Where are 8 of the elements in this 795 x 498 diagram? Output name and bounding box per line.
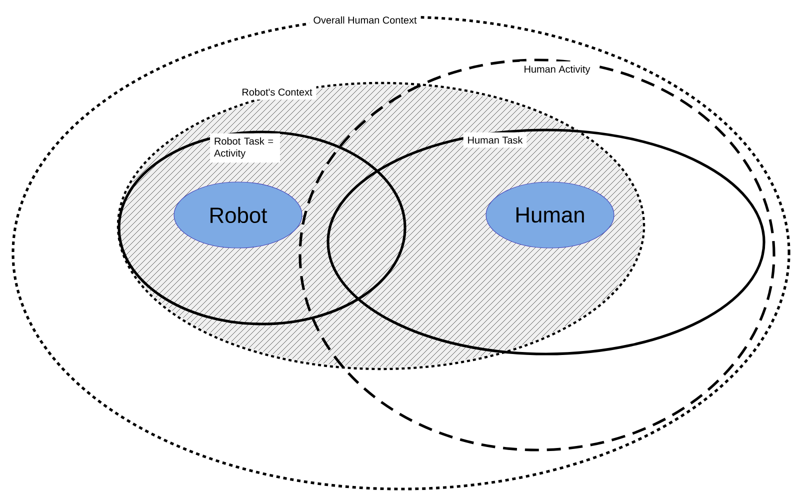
context-ellipse [12, 16, 790, 490]
region-label: Robot's Context [238, 84, 316, 100]
region-label: Human Activity [520, 61, 594, 79]
region-label: Human Task [463, 132, 527, 148]
region-label: Overall Human Context [309, 12, 421, 28]
task-ellipse [118, 130, 406, 326]
region-label: Robot Task = Activity [210, 133, 280, 163]
task-ellipse [326, 128, 766, 356]
